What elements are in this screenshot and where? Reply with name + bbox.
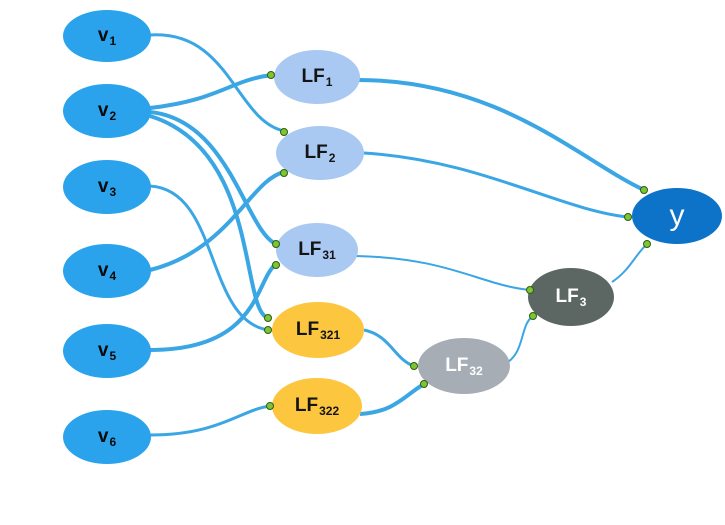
edge-lf1-y <box>357 78 645 192</box>
port-y-in-top <box>640 186 648 194</box>
edge-v1-lf2 <box>149 33 285 133</box>
port-lf2-in-top <box>280 128 288 136</box>
node-lf321-label: LF321 <box>295 318 341 342</box>
port-lf32-in-bottom <box>420 380 428 388</box>
port-lf31-in-bottom <box>272 261 280 269</box>
port-y-in-mid <box>624 213 632 221</box>
node-lf321[interactable]: LF321 <box>272 302 364 358</box>
port-lf32-in-top <box>410 362 418 370</box>
port-lf2-in-bottom <box>280 169 288 177</box>
node-lf32[interactable]: LF32 <box>418 338 510 394</box>
port-lf321-in-top <box>264 314 272 322</box>
edge-v2-lf1 <box>149 73 273 110</box>
port-lf321-in-bottom <box>264 326 272 334</box>
node-v5[interactable]: v5 <box>63 324 151 378</box>
port-lf322-in <box>266 402 274 410</box>
node-y[interactable]: y <box>632 188 722 244</box>
node-v3[interactable]: v3 <box>63 160 151 214</box>
port-lf3-in-bottom <box>529 312 537 320</box>
edge-lf321-lf32 <box>363 328 415 368</box>
node-lf322[interactable]: LF322 <box>272 378 362 434</box>
port-lf1-in <box>267 71 275 79</box>
node-lf3-label: LF3 <box>555 285 587 309</box>
edge-lf322-lf32 <box>359 382 426 416</box>
node-v4-label: v4 <box>97 259 117 283</box>
edge-v4-lf2 <box>149 170 285 272</box>
node-v3-label: v3 <box>97 175 117 199</box>
node-v6[interactable]: v6 <box>63 410 151 464</box>
edge-v6-lf322 <box>149 404 271 437</box>
node-lf1[interactable]: LF1 <box>274 50 360 104</box>
node-lf32-label: LF32 <box>445 354 483 378</box>
node-lf3[interactable]: LF3 <box>528 268 614 326</box>
node-v1[interactable]: v1 <box>63 10 151 62</box>
port-lf31-in-top <box>272 240 280 248</box>
node-v2[interactable]: v2 <box>63 84 151 138</box>
node-lf31-label: LF31 <box>298 238 336 262</box>
node-v4[interactable]: v4 <box>63 244 151 298</box>
edge-lf2-y <box>363 151 629 219</box>
node-lf31[interactable]: LF31 <box>276 223 358 277</box>
node-lf2-label: LF2 <box>304 141 336 165</box>
node-v6-label: v6 <box>97 425 117 449</box>
edge-v3-lf321 <box>149 184 269 332</box>
port-y-in-bottom <box>643 240 651 248</box>
node-v1-label: v1 <box>97 24 117 48</box>
edge-lf3-y <box>611 243 648 283</box>
node-lf1-label: LF1 <box>301 65 333 89</box>
node-v2-label: v2 <box>97 99 117 123</box>
node-v5-label: v5 <box>97 339 117 363</box>
edge-lf32-lf3 <box>507 315 534 363</box>
node-y-label: y <box>669 199 685 232</box>
edge-v5-lf31 <box>149 262 278 352</box>
node-lf2[interactable]: LF2 <box>276 126 364 180</box>
edge-v2-lf31 <box>149 110 278 246</box>
port-lf3-in-top <box>526 286 534 294</box>
edge-lf31-lf3 <box>355 255 531 291</box>
edge-v2-lf321 <box>149 114 269 320</box>
node-lf322-label: LF322 <box>294 394 340 418</box>
